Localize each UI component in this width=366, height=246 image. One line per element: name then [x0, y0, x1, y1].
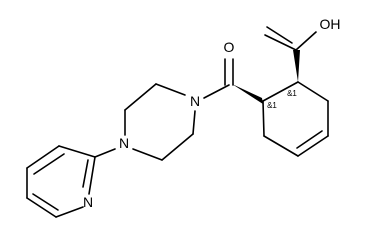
hydroxyl-label: OH [320, 16, 341, 32]
bond [26, 197, 57, 218]
bond [296, 130, 323, 149]
bond [55, 206, 84, 218]
stereo-descriptor-label: &1 [267, 101, 277, 110]
bond [155, 83, 186, 96]
pyridine-ring [26, 145, 96, 218]
bond [32, 193, 59, 211]
piperazine-nitrogen-label: N [190, 93, 200, 109]
bond [262, 81, 299, 102]
piperazine-ring [124, 83, 196, 161]
wedge-bond [232, 84, 263, 104]
bond [132, 148, 163, 161]
bond [88, 156, 96, 195]
bond [266, 26, 293, 44]
amide-group [203, 58, 234, 99]
cyclohexene-ring [262, 81, 329, 157]
bond [124, 83, 157, 111]
bond [264, 34, 297, 51]
wedge-bond [293, 50, 300, 82]
bond [82, 159, 89, 188]
bond [262, 100, 265, 137]
piperazine-nitrogen-label: N [119, 135, 129, 151]
bond [297, 81, 329, 102]
bond [203, 84, 230, 99]
carboxylic-acid-group [264, 26, 317, 51]
bond [192, 110, 196, 135]
bond [26, 145, 60, 169]
bond [297, 135, 329, 157]
bond [58, 145, 96, 158]
pyridine-nitrogen-label: N [83, 194, 93, 210]
stereo-descriptor-label: &1 [287, 89, 297, 98]
bond [94, 148, 116, 158]
bond [263, 135, 299, 157]
bond [33, 153, 65, 175]
carbonyl-oxygen-label: O [224, 39, 235, 55]
bond [161, 133, 194, 161]
bond [295, 31, 317, 51]
